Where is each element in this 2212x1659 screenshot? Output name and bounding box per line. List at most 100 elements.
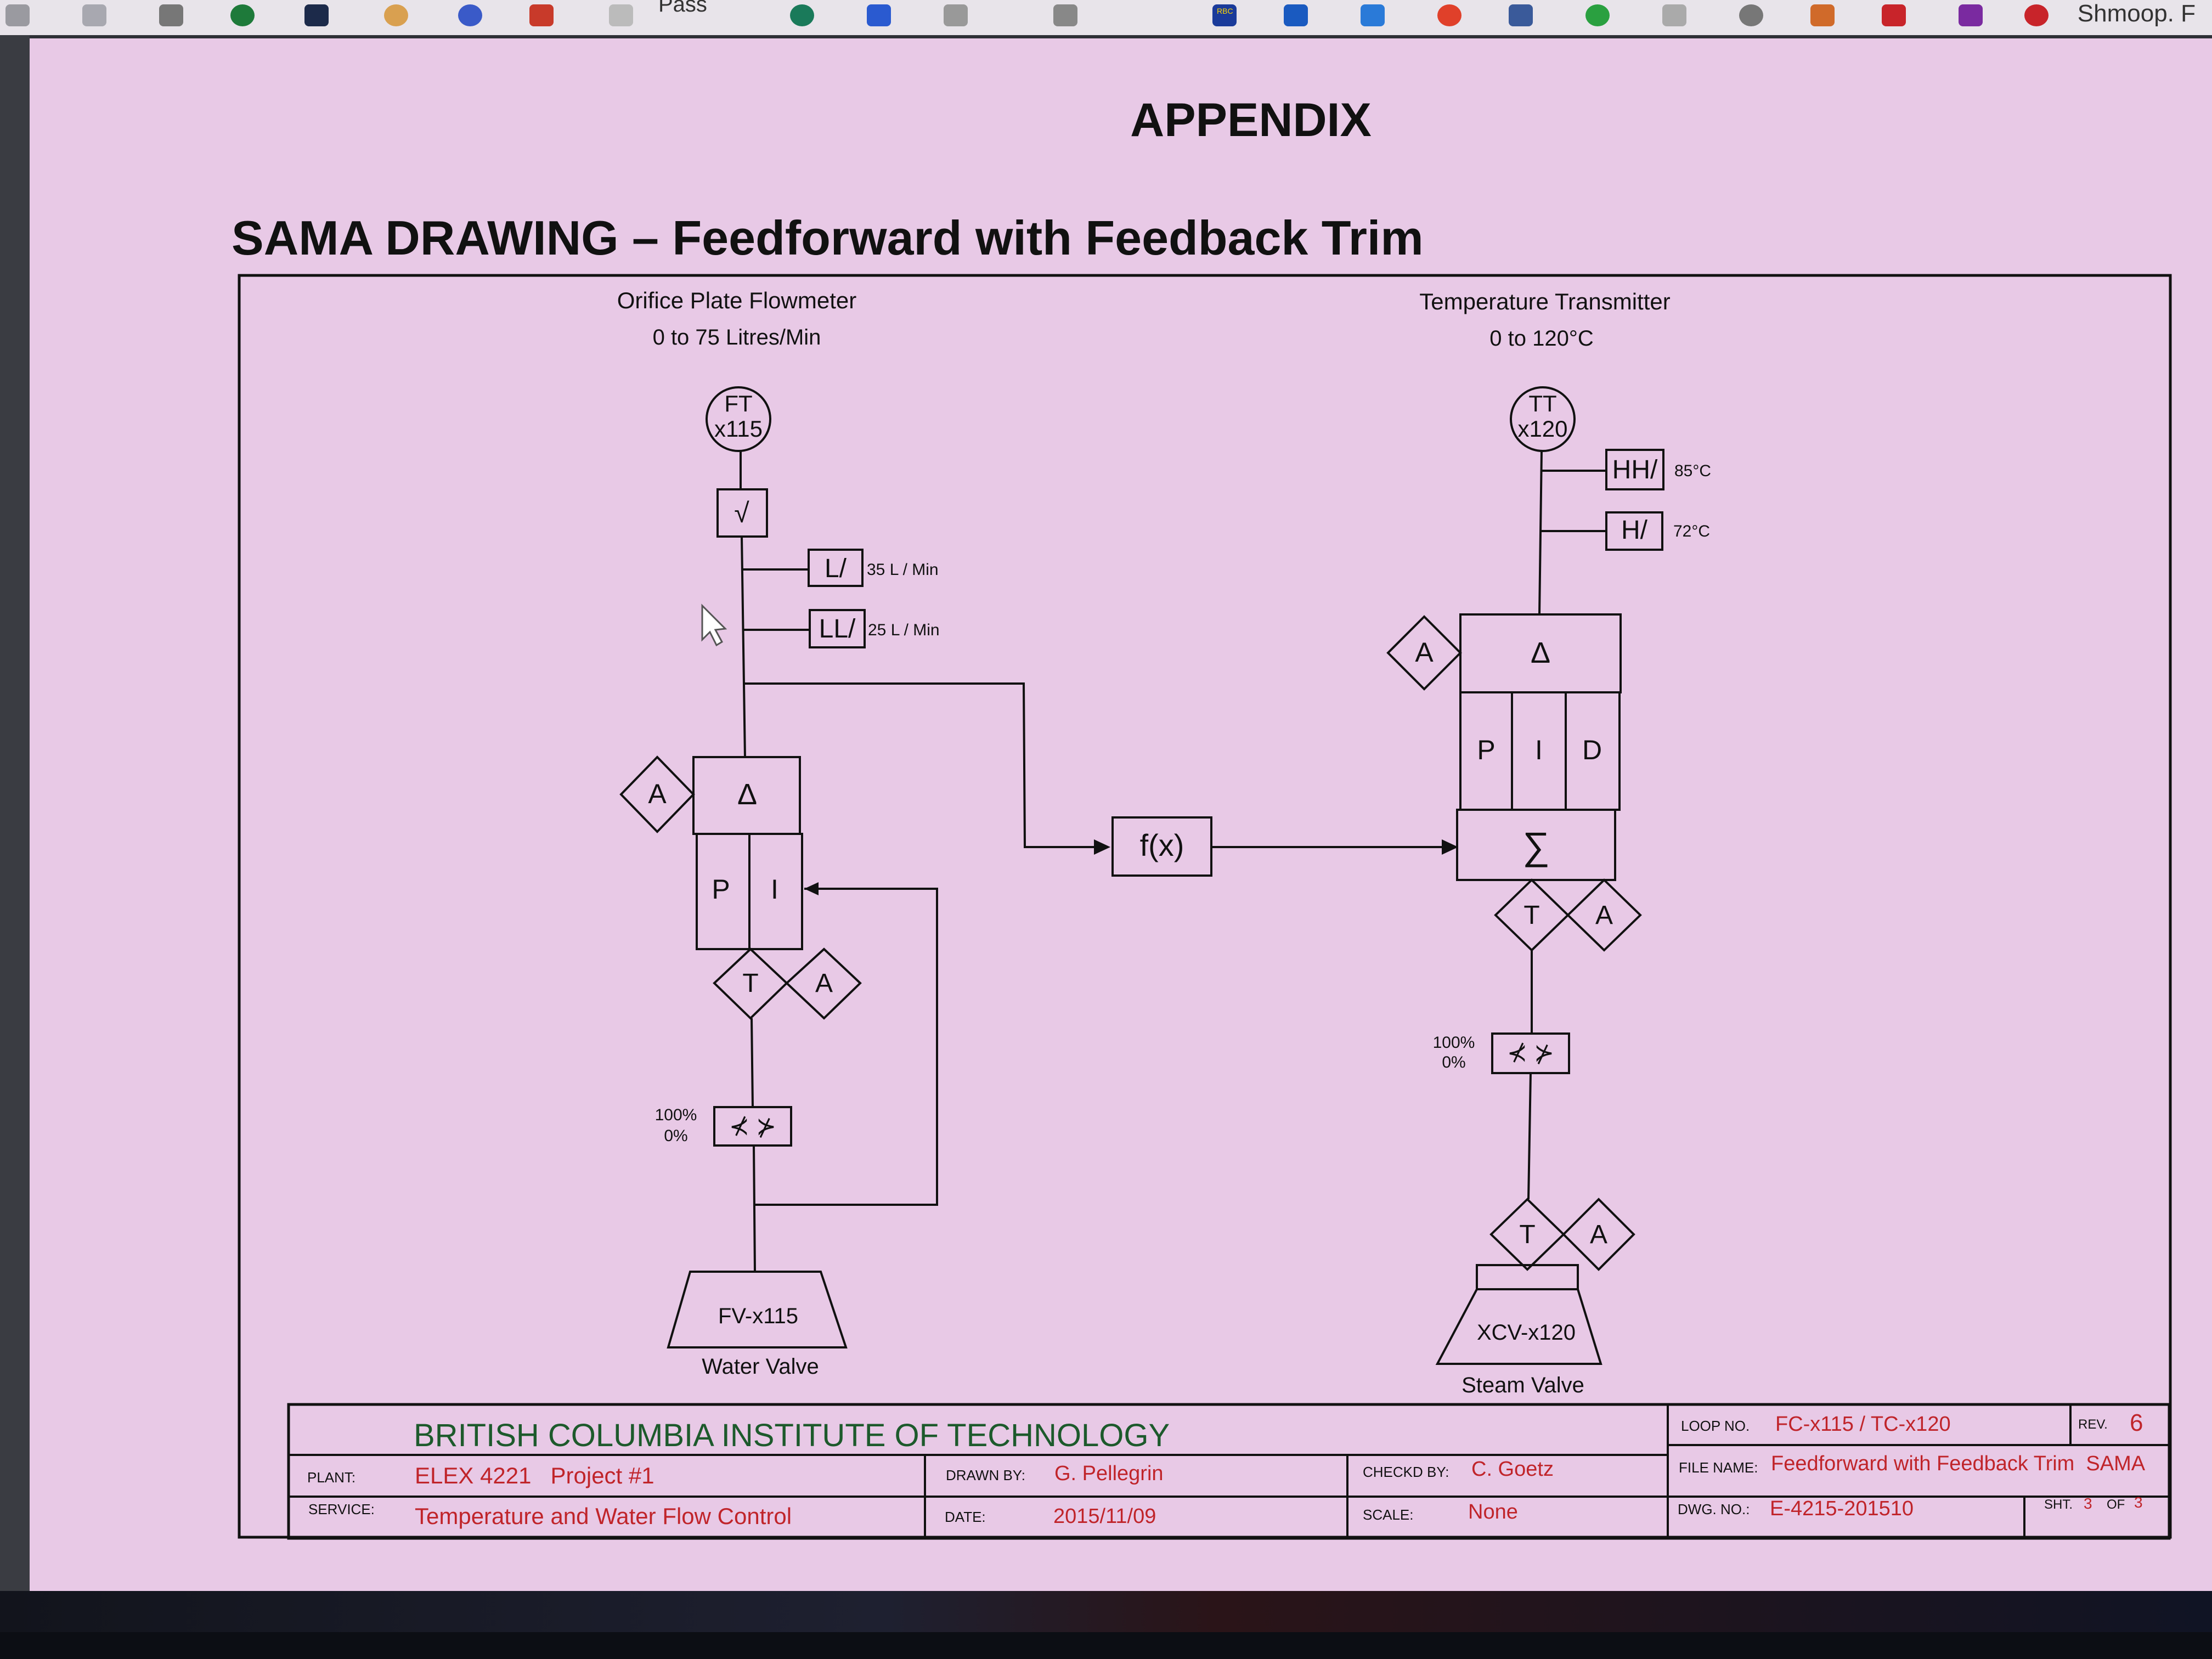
low-alarm-block	[808, 549, 864, 587]
page-heading: APPENDIX	[1130, 94, 1372, 146]
app-icon-5[interactable]	[384, 4, 408, 26]
left-limit-high: 100%	[655, 1106, 697, 1124]
sheet-label: SHT.	[2044, 1497, 2073, 1512]
right-p-label: P	[1477, 735, 1495, 765]
shmoop-bookmark-label[interactable]: Shmoop. F	[2077, 0, 2196, 27]
app-icon-2[interactable]	[82, 4, 106, 26]
app-icon-17[interactable]	[1882, 4, 1906, 26]
plant-value: ELEX 4221 Project #1	[415, 1463, 654, 1488]
right-sum-block	[1456, 809, 1616, 881]
title-block	[287, 1403, 2171, 1540]
shmoop-icon[interactable]	[2024, 4, 2049, 26]
high-alarm-block	[1605, 511, 1663, 551]
doc-icon[interactable]	[159, 4, 183, 26]
whatsapp-icon[interactable]	[1585, 4, 1610, 26]
right-limit-high: 100%	[1433, 1034, 1475, 1052]
rbc-icon[interactable]: RBC	[1212, 4, 1237, 26]
highhigh-alarm-label: HH/	[1612, 455, 1658, 484]
left-auto-diamond	[619, 755, 695, 833]
dwg-no-value: E-4215-201510	[1770, 1497, 1914, 1520]
right-limiter-symbol: ⊀ ⊁	[1507, 1040, 1554, 1066]
app-icon-15[interactable]	[1662, 4, 1686, 26]
scale-value: None	[1468, 1500, 1518, 1523]
steam-valve-tag: XCV-x120	[1477, 1321, 1576, 1345]
checked-by-value: C. Goetz	[1471, 1458, 1554, 1481]
onenote-icon[interactable]	[1959, 4, 1983, 26]
feedforward-signal-line	[744, 682, 1103, 848]
right-d-label: D	[1582, 735, 1602, 765]
of-label: OF	[2107, 1497, 2125, 1512]
left-feedback-line	[755, 888, 938, 1206]
date-label: DATE:	[945, 1509, 986, 1525]
left-limiter-block	[713, 1106, 792, 1147]
left-delta-label: Δ	[737, 778, 757, 811]
water-valve-tag: FV-x115	[718, 1304, 798, 1328]
right-auto-diamond	[1386, 615, 1462, 691]
left-transfer-a-label: A	[815, 969, 833, 998]
rev-value: 6	[2130, 1409, 2143, 1436]
app-icon-14[interactable]	[1437, 4, 1462, 26]
highhigh-alarm-block	[1605, 449, 1664, 490]
right-delta-label: Δ	[1531, 636, 1550, 669]
steam-valve-name: Steam Valve	[1462, 1373, 1584, 1397]
lowlow-alarm-block	[809, 609, 866, 648]
steam-valve-symbol	[1435, 1288, 1602, 1365]
temp-transmitter-tag-1: TT	[1528, 391, 1556, 416]
plant-label: PLANT:	[307, 1469, 356, 1486]
app-icon-3[interactable]	[230, 4, 255, 26]
app-icon-12[interactable]	[1284, 4, 1308, 26]
app-icon-1[interactable]	[5, 4, 30, 26]
mouse-cursor-icon	[701, 603, 727, 647]
app-icon-13[interactable]	[1361, 4, 1385, 26]
monitor-bezel-left	[0, 35, 30, 1626]
doc-icon-2[interactable]	[609, 4, 633, 26]
right-limit-low: 0%	[1442, 1053, 1465, 1071]
dwg-no-label: DWG. NO.:	[1678, 1501, 1750, 1517]
chrome-icon[interactable]	[458, 4, 482, 26]
left-auto-label: A	[648, 778, 667, 809]
institution-name: BRITISH COLUMBIA INSTITUTE OF TECHNOLOGY	[414, 1418, 1170, 1453]
rbc-label: RBC	[1217, 7, 1233, 15]
low-alarm-label: L/	[825, 554, 847, 583]
app-icon-10[interactable]	[1053, 4, 1077, 26]
app-icon-8[interactable]	[867, 4, 891, 26]
app-icon-4[interactable]	[304, 4, 329, 26]
service-label: SERVICE:	[308, 1501, 375, 1517]
flow-transmitter-tag-2: x115	[714, 416, 763, 442]
right-transfer-a-diamond	[1566, 878, 1642, 952]
sqrt-symbol: √	[734, 498, 749, 528]
left-transfer-t-label: T	[742, 969, 758, 998]
left-transfer-a-diamond	[785, 947, 862, 1020]
high-alarm-label: H/	[1621, 516, 1648, 545]
drawing-border	[238, 274, 2172, 1539]
rev-label: REV.	[2078, 1417, 2108, 1432]
service-value: Temperature and Water Flow Control	[415, 1503, 792, 1529]
right-sum-label: ∑	[1522, 825, 1550, 867]
highhigh-alarm-value: 85°C	[1674, 462, 1711, 480]
loop-no-label: LOOP NO.	[1681, 1418, 1750, 1434]
valve-transfer-a-diamond	[1562, 1198, 1635, 1271]
left-limit-low: 0%	[664, 1127, 687, 1145]
valve-transfer-t-label: T	[1519, 1220, 1535, 1249]
right-transfer-t-label: T	[1523, 901, 1539, 930]
left-limiter-symbol: ⊀ ⊁	[729, 1113, 776, 1140]
file-name-label: FILE NAME:	[1679, 1459, 1758, 1476]
drawn-by-label: DRAWN BY:	[946, 1467, 1025, 1483]
app-icon-16[interactable]	[1810, 4, 1835, 26]
os-taskbar	[0, 1632, 2212, 1659]
loop-no-value: FC-x115 / TC-x120	[1775, 1413, 1951, 1436]
facebook-icon[interactable]	[1509, 4, 1533, 26]
pass-label[interactable]: Pass	[658, 0, 707, 16]
app-icon-9[interactable]	[944, 4, 968, 26]
left-i-label: I	[771, 874, 778, 905]
left-instrument-range: 0 to 75 Litres/Min	[653, 325, 821, 349]
app-icon-7[interactable]	[790, 4, 814, 26]
apple-icon[interactable]	[1739, 4, 1763, 26]
water-valve-symbol	[667, 1271, 848, 1348]
right-i-label: I	[1535, 735, 1543, 765]
document-page: APPENDIX SAMA DRAWING – Feedforward with…	[30, 38, 2212, 1591]
app-icon-6[interactable]	[529, 4, 554, 26]
left-p-label: P	[712, 874, 730, 905]
function-block-label: f(x)	[1140, 828, 1184, 862]
sheet-value: 3	[2084, 1495, 2092, 1512]
